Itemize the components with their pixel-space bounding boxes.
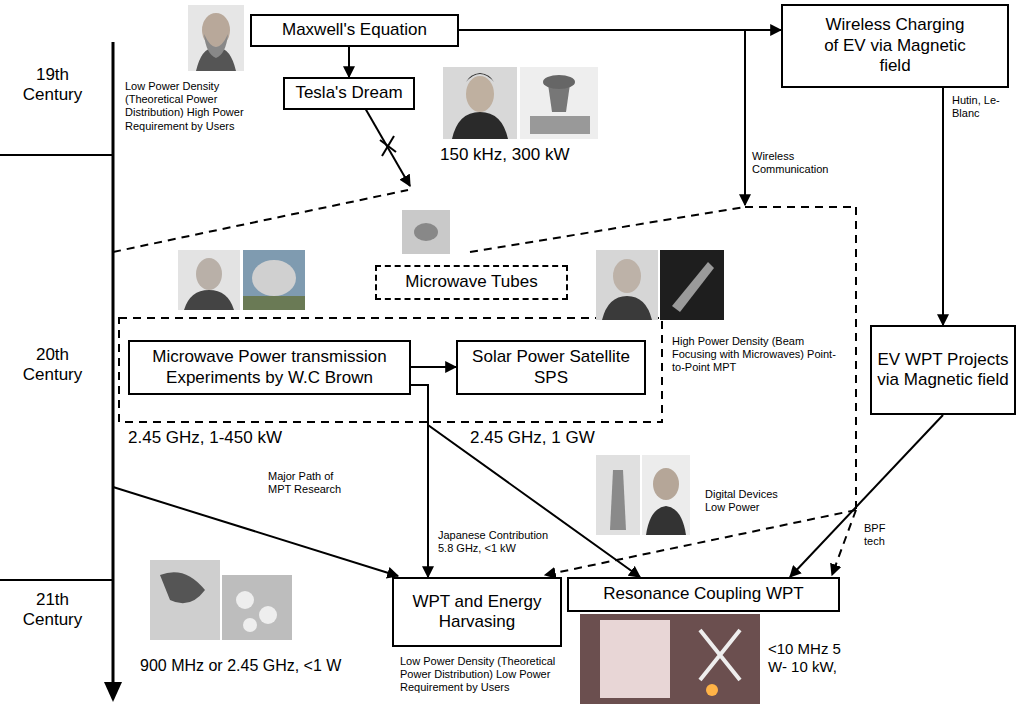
process-box: EV WPT Projects via Magnetic field — [870, 325, 1016, 415]
portrait-photo — [596, 250, 658, 320]
box-text: Solar Power Satellite SPS — [464, 347, 638, 388]
process-box: WPT and Energy Harvasing — [392, 577, 562, 647]
box-text: Tesla's Dream — [295, 83, 402, 103]
tube-photo — [402, 210, 450, 254]
timeline — [0, 42, 122, 702]
flow-arrow — [411, 385, 428, 577]
device-photo — [150, 560, 292, 640]
path-label-holder: Digital Devices Low Power — [705, 488, 790, 514]
note-text-holder: Low Power Density (Theoretical Power Dis… — [125, 80, 257, 133]
era-label-holder: 20th Century — [10, 345, 95, 386]
flow-arrow — [411, 385, 640, 577]
crossed-arrow — [365, 108, 410, 186]
era-label: 21th Century — [10, 590, 95, 631]
box-text: Wireless Charging of EV via Magnetic fie… — [820, 15, 970, 76]
path-label: Major Path of MPT Research — [268, 470, 348, 496]
dashed-group — [119, 318, 662, 422]
spec-label-holder: 2.45 GHz, 1 GW — [470, 428, 620, 448]
flow-arrow — [411, 366, 456, 368]
note-text-holder: Low Power Density (Theoretical Power Dis… — [400, 655, 575, 695]
flow-arrow — [790, 415, 943, 577]
spec-label: 150 kHz, 300 kW — [440, 145, 600, 165]
process-box: Tesla's Dream — [283, 77, 415, 110]
portrait-photo — [642, 455, 690, 535]
spec-label-holder: 150 kHz, 300 kW — [440, 145, 600, 165]
branch-arrow — [744, 30, 746, 205]
edge-label-holder: Hutin, Le-Blanc — [952, 94, 1012, 120]
flow-arrow — [348, 47, 350, 77]
tower-photo — [520, 67, 598, 139]
spec-label-holder: 2.45 GHz, 1-450 kW — [128, 428, 328, 448]
spec-label: 2.45 GHz, 1-450 kW — [128, 428, 328, 448]
spec-label-holder: 900 MHz or 2.45 GHz, <1 W — [140, 656, 390, 675]
note-text: Low Power Density (Theoretical Power Dis… — [125, 80, 257, 133]
process-box: Solar Power Satellite SPS — [456, 340, 646, 395]
branch-label-holder: Wireless Communication — [752, 150, 837, 176]
era-label: 19th Century — [10, 65, 95, 106]
box-text: WPT and Energy Harvasing — [400, 592, 554, 633]
path-label: Digital Devices Low Power — [705, 488, 790, 514]
dish-photo — [243, 250, 305, 310]
satellite-photo — [660, 250, 724, 320]
edge-label-holder: Japanese Contribution 5.8 GHz, <1 kW — [438, 529, 556, 555]
edge-label: Japanese Contribution 5.8 GHz, <1 kW — [438, 529, 556, 555]
path-label-holder: BPF tech — [864, 522, 904, 548]
spec-label: 900 MHz or 2.45 GHz, <1 W — [140, 656, 390, 675]
process-box: Wireless Charging of EV via Magnetic fie… — [781, 4, 1009, 88]
process-box: Maxwell's Equation — [250, 14, 459, 47]
portrait-photo — [443, 67, 517, 139]
resonance-photo — [580, 614, 760, 704]
spec-label-holder: <10 MHz 5 W- 10 kW, — [768, 640, 850, 676]
box-text: Resonance Coupling WPT — [603, 584, 803, 604]
path-label-holder: Major Path of MPT Research — [268, 470, 348, 496]
process-box: Resonance Coupling WPT — [567, 577, 840, 612]
edge-label: Hutin, Le-Blanc — [952, 94, 1012, 120]
box-text: Maxwell's Equation — [282, 20, 427, 40]
note-text: High Power Density (Beam Focusing with M… — [672, 335, 847, 375]
portrait-photo — [188, 5, 244, 71]
flow-arrow — [942, 88, 944, 325]
era-label: 20th Century — [10, 345, 95, 386]
note-text-holder: High Power Density (Beam Focusing with M… — [672, 335, 847, 375]
process-box: Microwave Power transmission Experiments… — [128, 340, 411, 395]
dashed-box: Microwave Tubes — [375, 265, 568, 300]
note-text: Low Power Density (Theoretical Power Dis… — [400, 655, 575, 695]
box-text: Microwave Power transmission Experiments… — [136, 347, 403, 388]
era-label-holder: 19th Century — [10, 65, 95, 106]
spec-label: 2.45 GHz, 1 GW — [470, 428, 620, 448]
tower-photo — [596, 455, 640, 535]
era-label-holder: 21th Century — [10, 590, 95, 631]
path-label: BPF tech — [864, 522, 904, 548]
dashed-path — [113, 190, 856, 575]
portrait-photo — [178, 250, 240, 310]
spec-label: <10 MHz 5 W- 10 kW, — [768, 640, 850, 676]
box-text: Microwave Tubes — [405, 272, 537, 292]
flow-arrow — [459, 29, 781, 31]
box-text: EV WPT Projects via Magnetic field — [876, 350, 1010, 391]
branch-label: Wireless Communication — [752, 150, 837, 176]
